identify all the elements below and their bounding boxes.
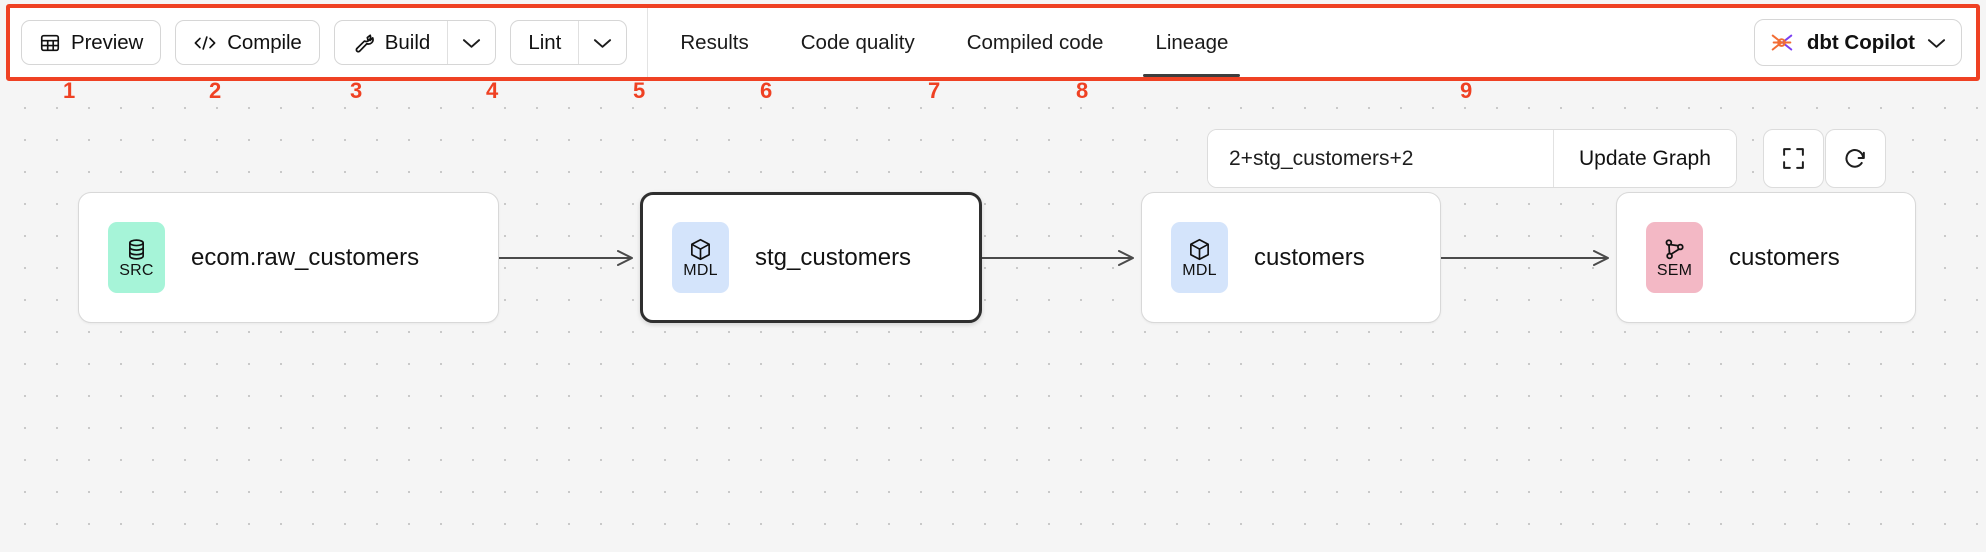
chevron-down-icon bbox=[593, 37, 612, 49]
lint-button[interactable]: Lint bbox=[511, 21, 580, 64]
toolbar-right: dbt Copilot bbox=[1753, 19, 1976, 66]
tab-compiled-code-label: Compiled code bbox=[966, 30, 1104, 54]
lint-split-button: Lint bbox=[510, 20, 628, 65]
node-type-badge: SRC bbox=[108, 222, 165, 293]
lint-dropdown-toggle[interactable] bbox=[579, 21, 626, 64]
preview-button[interactable]: Preview bbox=[21, 20, 162, 65]
annotation-marker-6: 6 bbox=[760, 78, 773, 103]
compile-button[interactable]: Compile bbox=[175, 20, 320, 65]
node-type-badge: MDL bbox=[1171, 222, 1228, 293]
result-tabs: Results Code quality Compiled code Linea… bbox=[654, 8, 1254, 77]
tab-lineage[interactable]: Lineage bbox=[1129, 8, 1254, 77]
node-type-label: MDL bbox=[683, 261, 718, 279]
tab-code-quality-label: Code quality bbox=[800, 30, 915, 54]
tab-lineage-label: Lineage bbox=[1155, 30, 1229, 54]
selector-search-group: 2+stg_customers+2 Update Graph bbox=[1207, 129, 1737, 188]
refresh-button[interactable] bbox=[1824, 129, 1886, 188]
node-type-label: MDL bbox=[1182, 261, 1217, 279]
toolbar-action-buttons: Preview Compile Build bbox=[10, 8, 628, 77]
compile-button-label: Compile bbox=[227, 30, 302, 54]
lineage-node-customers-model[interactable]: MDL customers bbox=[1141, 192, 1441, 323]
preview-button-label: Preview bbox=[71, 30, 144, 54]
lineage-node-stg-customers[interactable]: MDL stg_customers bbox=[640, 192, 982, 323]
chevron-down-icon bbox=[462, 37, 481, 49]
lineage-edges bbox=[499, 250, 1609, 266]
lineage-node-source[interactable]: SRC ecom.raw_customers bbox=[78, 192, 499, 323]
selector-input[interactable]: 2+stg_customers+2 bbox=[1208, 130, 1553, 187]
fullscreen-button[interactable] bbox=[1762, 129, 1824, 188]
wrench-icon bbox=[352, 31, 375, 54]
node-type-label: SEM bbox=[1656, 261, 1693, 279]
cube-icon bbox=[1187, 237, 1212, 262]
top-toolbar: Preview Compile Build bbox=[10, 8, 1976, 77]
tab-results[interactable]: Results bbox=[654, 8, 774, 77]
build-button-label: Build bbox=[384, 30, 431, 54]
fullscreen-icon bbox=[1781, 146, 1806, 171]
chevron-down-icon bbox=[1927, 37, 1946, 49]
node-name: ecom.raw_customers bbox=[191, 243, 420, 271]
lint-button-label: Lint bbox=[528, 30, 562, 54]
cube-icon bbox=[688, 237, 713, 262]
annotation-marker-5: 5 bbox=[633, 78, 646, 103]
build-dropdown-toggle[interactable] bbox=[448, 21, 495, 64]
build-split-button: Build bbox=[333, 20, 497, 65]
annotation-marker-9: 9 bbox=[1460, 78, 1473, 103]
refresh-icon bbox=[1843, 146, 1868, 171]
node-name: customers bbox=[1729, 243, 1840, 271]
annotation-marker-2: 2 bbox=[209, 78, 222, 103]
code-brackets-icon bbox=[193, 32, 217, 54]
node-type-label: SRC bbox=[119, 261, 154, 279]
annotation-marker-8: 8 bbox=[1076, 78, 1089, 103]
graph-controls: 2+stg_customers+2 Update Graph bbox=[1207, 129, 1886, 188]
node-type-badge: SEM bbox=[1646, 222, 1703, 293]
annotation-marker-4: 4 bbox=[486, 78, 499, 103]
semantic-graph-icon bbox=[1662, 237, 1687, 262]
lineage-canvas[interactable]: 2+stg_customers+2 Update Graph bbox=[0, 82, 1986, 552]
dbt-copilot-icon bbox=[1769, 30, 1795, 56]
toolbar-divider bbox=[647, 8, 649, 77]
annotation-marker-7: 7 bbox=[928, 78, 941, 103]
annotation-marker-1: 1 bbox=[63, 78, 76, 103]
tab-results-label: Results bbox=[680, 30, 749, 54]
table-icon bbox=[39, 32, 61, 54]
build-button[interactable]: Build bbox=[335, 21, 449, 64]
node-name: customers bbox=[1254, 243, 1365, 271]
annotation-marker-3: 3 bbox=[350, 78, 363, 103]
node-type-badge: MDL bbox=[672, 222, 729, 293]
dbt-copilot-button[interactable]: dbt Copilot bbox=[1753, 19, 1962, 66]
tab-code-quality[interactable]: Code quality bbox=[775, 8, 941, 77]
lineage-node-customers-semantic[interactable]: SEM customers bbox=[1616, 192, 1916, 323]
tab-compiled-code[interactable]: Compiled code bbox=[941, 8, 1130, 77]
database-icon bbox=[124, 237, 149, 262]
update-graph-button[interactable]: Update Graph bbox=[1553, 130, 1736, 187]
node-name: stg_customers bbox=[755, 243, 912, 271]
dbt-copilot-label: dbt Copilot bbox=[1806, 30, 1915, 54]
